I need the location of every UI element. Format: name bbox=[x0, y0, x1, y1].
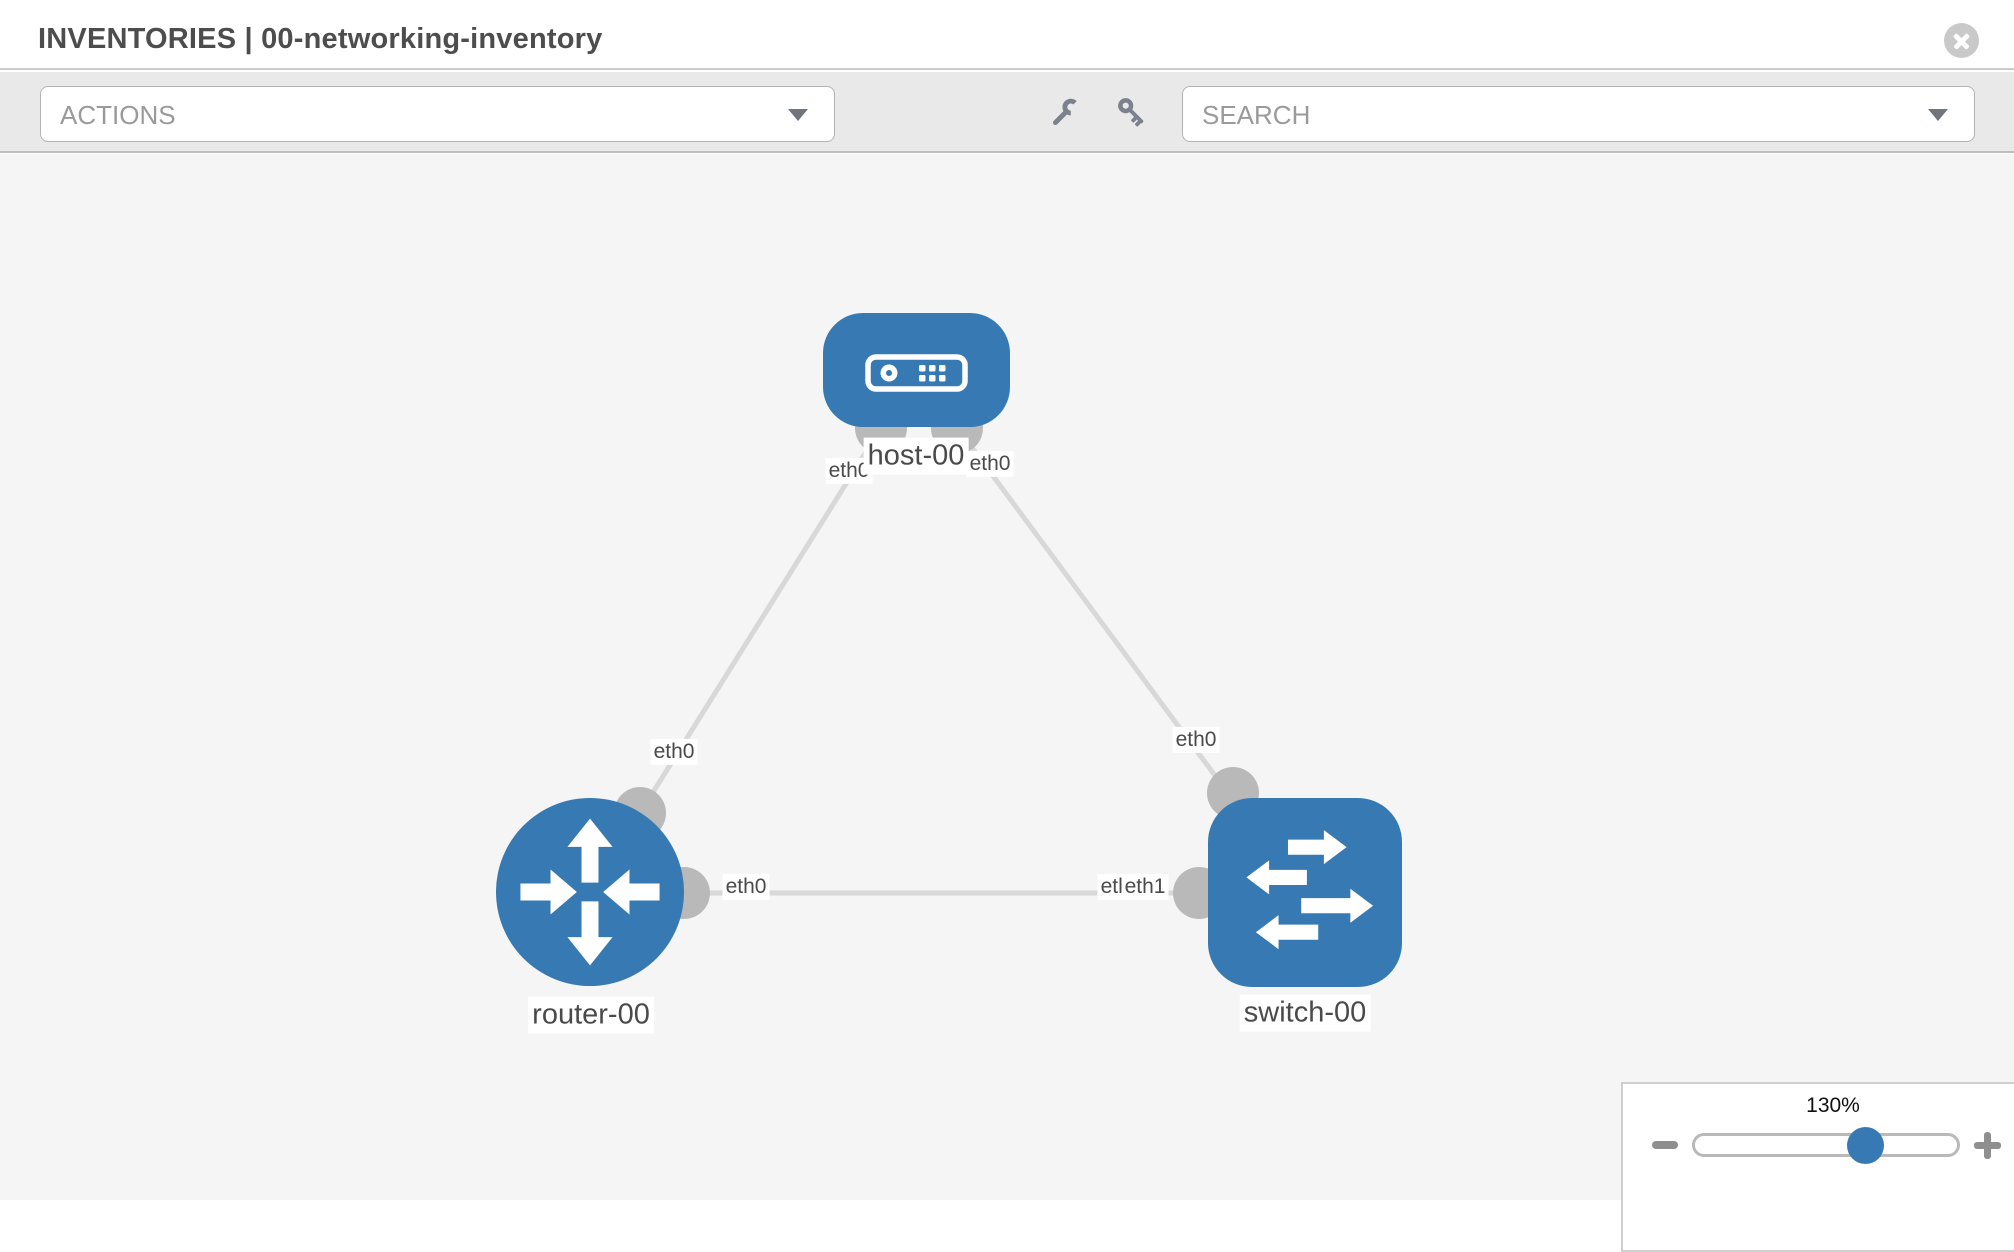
zoom-in-button[interactable] bbox=[1974, 1132, 2001, 1159]
node-label-switch-00: switch-00 bbox=[1239, 994, 1371, 1032]
node-switch-00[interactable] bbox=[1208, 798, 1402, 987]
breadcrumb-header: INVENTORIES | 00-networking-inventory bbox=[0, 0, 2014, 70]
actions-dropdown[interactable]: ACTIONS bbox=[40, 86, 835, 142]
router-icon bbox=[520, 818, 660, 966]
node-label-host-00: host-00 bbox=[863, 437, 969, 475]
zoom-slider-track[interactable] bbox=[1692, 1133, 1960, 1157]
close-button[interactable] bbox=[1944, 23, 1979, 58]
wrench-icon bbox=[1052, 98, 1080, 126]
key-icon bbox=[1118, 98, 1144, 127]
search-placeholder: SEARCH bbox=[1202, 100, 1311, 130]
zoom-widget: 130% bbox=[1621, 1082, 2014, 1252]
zoom-out-button[interactable] bbox=[1652, 1141, 1678, 1149]
topology-canvas[interactable]: eth0 host-00 eth0 eth0 eth0 eth0 eth0 et… bbox=[0, 154, 2014, 1200]
page-title: INVENTORIES | 00-networking-inventory bbox=[38, 23, 603, 55]
chevron-down-icon bbox=[788, 109, 808, 121]
interface-label-switch-left-front: eth1 bbox=[1121, 873, 1169, 901]
zoom-level-value: 130% bbox=[1806, 1094, 1860, 1117]
zoom-slider-thumb[interactable] bbox=[1847, 1127, 1884, 1164]
switch-icon bbox=[1246, 830, 1374, 950]
topology-toolbar: ACTIONS SEARCH bbox=[0, 72, 2014, 153]
interface-label-router-right: eth0 bbox=[722, 873, 770, 901]
actions-dropdown-label: ACTIONS bbox=[60, 100, 176, 130]
interface-label-router-top: eth0 bbox=[650, 738, 698, 766]
host-icon bbox=[865, 354, 968, 392]
chevron-down-icon bbox=[1928, 109, 1948, 121]
node-label-router-00: router-00 bbox=[528, 996, 654, 1034]
interface-label-switch-top: eth0 bbox=[1172, 726, 1220, 754]
node-host-00[interactable] bbox=[823, 313, 1010, 427]
interface-label-host-right: eth0 bbox=[966, 450, 1014, 478]
credentials-key-button[interactable] bbox=[1113, 93, 1153, 133]
search-dropdown[interactable]: SEARCH bbox=[1182, 86, 1975, 142]
links-layer bbox=[587, 370, 1305, 919]
node-router-00[interactable] bbox=[496, 798, 684, 986]
tools-wrench-button[interactable] bbox=[1045, 93, 1085, 133]
